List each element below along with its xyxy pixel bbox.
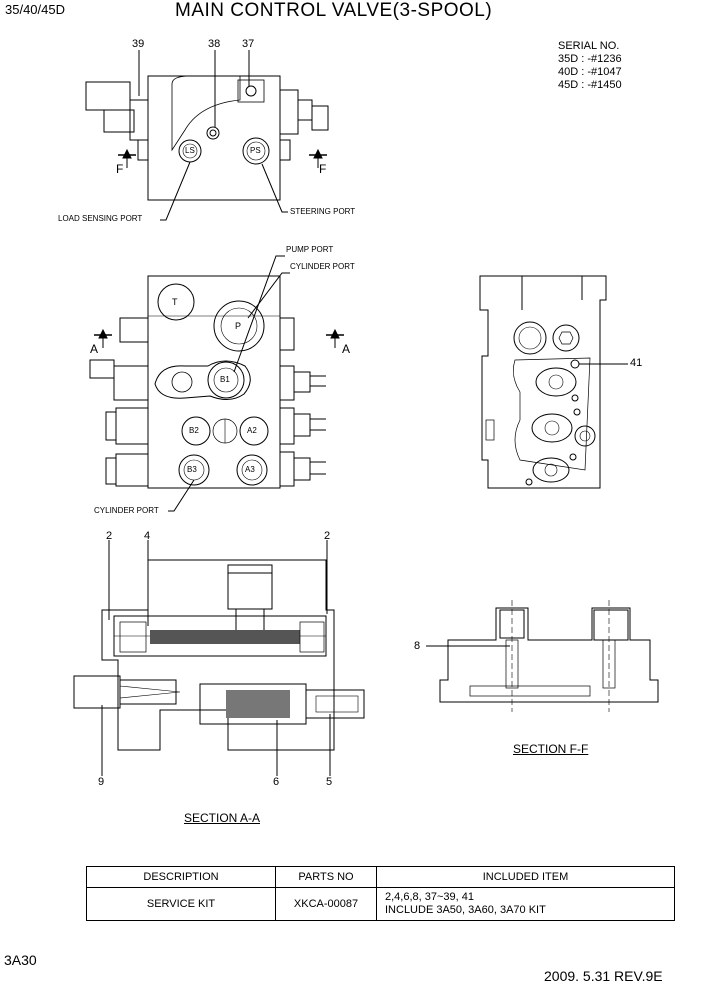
port-b1-label: B1 bbox=[220, 375, 230, 384]
serial-line: 40D : -#1047 bbox=[558, 66, 622, 78]
callout-41: 41 bbox=[630, 357, 643, 369]
port-b3-label: B3 bbox=[187, 465, 197, 474]
drawing-title: MAIN CONTROL VALVE(3-SPOOL) bbox=[175, 0, 493, 21]
ps-port-circle bbox=[242, 137, 270, 165]
included-line: INCLUDE 3A50, 3A60, 3A70 KIT bbox=[385, 904, 546, 916]
header-parts-no: PARTS NO bbox=[275, 866, 377, 888]
parts-table: DESCRIPTION PARTS NO INCLUDED ITEM SERVI… bbox=[86, 866, 675, 921]
cylinder-port-bottom-label: CYLINDER PORT bbox=[94, 506, 159, 515]
included-line: 2,4,6,8, 37~39, 41 bbox=[385, 891, 474, 903]
top-view bbox=[85, 50, 329, 221]
port-ls-label: LS bbox=[185, 146, 195, 155]
parts-table-header: DESCRIPTION PARTS NO INCLUDED ITEM bbox=[86, 866, 675, 888]
port-ps-label: PS bbox=[250, 146, 261, 155]
callout-38: 38 bbox=[208, 38, 221, 50]
revision-date: 2009. 5.31 REV.9E bbox=[544, 968, 663, 984]
callout-5: 5 bbox=[326, 776, 333, 788]
table-row: SERVICE KIT XKCA-00087 2,4,6,8, 37~39, 4… bbox=[86, 887, 675, 921]
header-description: DESCRIPTION bbox=[86, 866, 276, 888]
callout-9: 9 bbox=[98, 776, 105, 788]
header-included-item: INCLUDED ITEM bbox=[376, 866, 675, 888]
callout-39: 39 bbox=[132, 38, 145, 50]
callout-4: 4 bbox=[144, 530, 151, 542]
section-a-a bbox=[73, 540, 365, 776]
page-id: 3A30 bbox=[4, 952, 37, 968]
top-valve-body bbox=[147, 75, 281, 201]
serial-heading: SERIAL NO. bbox=[558, 40, 620, 52]
section-marker-f-left: F bbox=[116, 162, 124, 176]
callout-2-left: 2 bbox=[106, 530, 113, 542]
port-a3-label: A3 bbox=[245, 465, 255, 474]
serial-line: 35D : -#1236 bbox=[558, 53, 622, 65]
port-t-label: T bbox=[172, 297, 178, 307]
section-marker-f-right: F bbox=[319, 162, 327, 176]
section-f-f-title: SECTION F-F bbox=[513, 742, 589, 756]
section-marker-a-right: A bbox=[342, 342, 351, 356]
port-b2-label: B2 bbox=[189, 426, 199, 435]
port-p-label: P bbox=[235, 321, 242, 331]
callout-37: 37 bbox=[242, 38, 255, 50]
serial-line: 45D : -#1450 bbox=[558, 79, 622, 91]
cell-parts-no: XKCA-00087 bbox=[275, 887, 377, 921]
steering-port-label: STEERING PORT bbox=[290, 207, 356, 216]
side-view bbox=[479, 275, 628, 489]
load-sensing-port-label: LOAD SENSING PORT bbox=[58, 214, 143, 223]
callout-2-right: 2 bbox=[324, 530, 331, 542]
cell-description: SERVICE KIT bbox=[86, 887, 276, 921]
model-code: 35/40/45D bbox=[5, 2, 65, 17]
front-view bbox=[89, 255, 344, 512]
port-a2-label: A2 bbox=[247, 426, 257, 435]
section-marker-a-left: A bbox=[90, 342, 99, 356]
serial-number-block: SERIAL NO. 35D : -#1236 40D : -#1047 45D… bbox=[558, 40, 622, 92]
pump-port-label: PUMP PORT bbox=[286, 245, 334, 254]
callout-6: 6 bbox=[273, 776, 280, 788]
section-a-a-title: SECTION A-A bbox=[184, 811, 261, 825]
section-f-f bbox=[426, 600, 659, 712]
cell-included-item: 2,4,6,8, 37~39, 41 INCLUDE 3A50, 3A60, 3… bbox=[376, 887, 675, 921]
callout-8: 8 bbox=[414, 640, 421, 652]
cylinder-port-top-label: CYLINDER PORT bbox=[290, 262, 355, 271]
